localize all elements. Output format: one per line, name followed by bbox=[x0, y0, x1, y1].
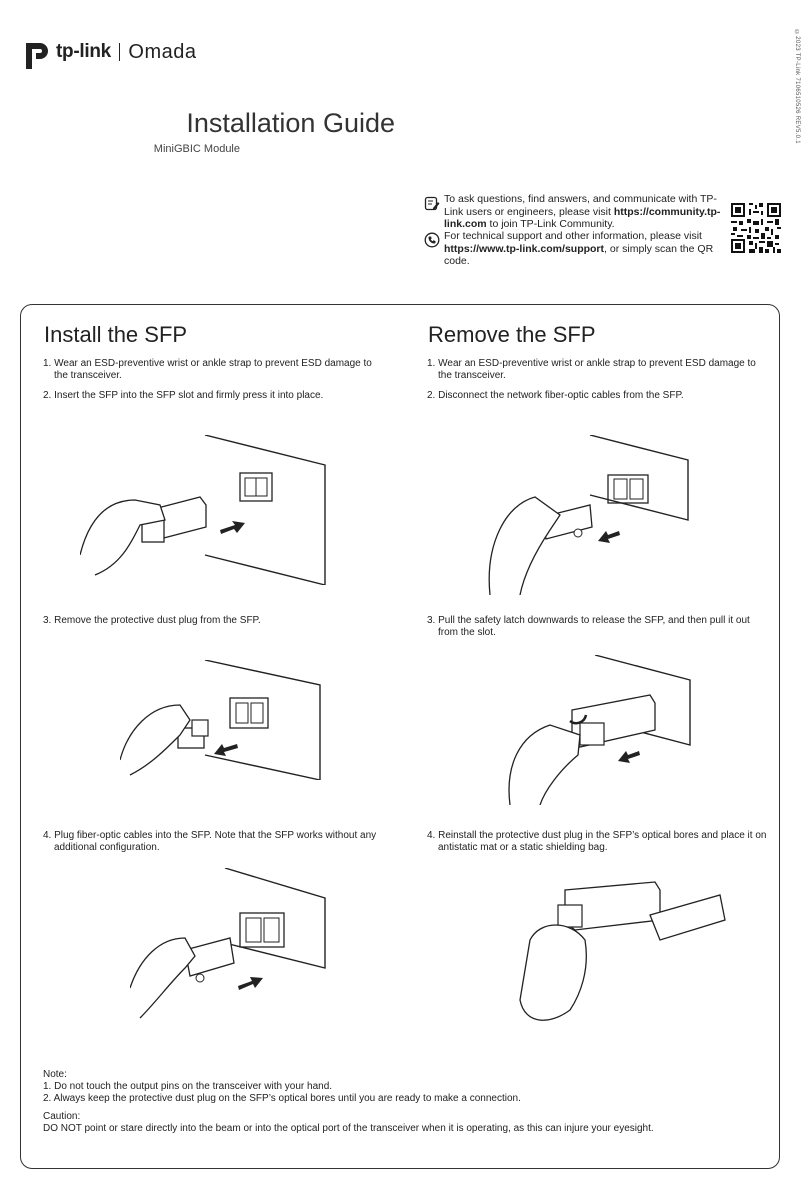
community-text: To ask questions, find answers, and comm… bbox=[444, 193, 717, 218]
rotate-arrow-icon bbox=[569, 714, 588, 725]
tp-link-omada-logo: tp-link Omada bbox=[22, 32, 222, 72]
direction-arrow-icon bbox=[238, 977, 263, 990]
illustration-disconnect-cables bbox=[488, 435, 689, 595]
direction-arrow-icon bbox=[598, 531, 620, 543]
install-step-4: 4. Plug fiber-optic cables into the SFP.… bbox=[43, 830, 377, 853]
tech-support-text: For technical support and other informat… bbox=[444, 230, 734, 268]
illustration-reinstall-plug-bag bbox=[519, 881, 726, 1021]
support-link[interactable]: https://www.tp-link.com/support bbox=[444, 242, 605, 255]
community-support-text: To ask questions, find answers, and comm… bbox=[444, 193, 729, 231]
page-subtitle: MiniGBIC Module bbox=[153, 143, 240, 155]
shielding-bag-icon bbox=[649, 894, 726, 941]
remove-step-1: 1. Wear an ESD-preventive wrist or ankle… bbox=[427, 358, 756, 381]
sfp-slot-icon bbox=[229, 697, 269, 729]
sfp-slot-icon bbox=[607, 474, 649, 504]
install-section-title: Install the SFP bbox=[44, 322, 188, 347]
caution-label: Caution: bbox=[43, 1111, 81, 1122]
sfp-slot-icon bbox=[239, 912, 285, 948]
sfp-slot-icon bbox=[239, 472, 273, 502]
remove-section-title: Remove the SFP bbox=[428, 322, 596, 347]
brand-tp-link: tp-link bbox=[56, 41, 111, 62]
remove-step-4: 4. Reinstall the protective dust plug in… bbox=[427, 830, 767, 853]
illustration-pull-latch bbox=[508, 655, 691, 805]
instructions-panel bbox=[20, 304, 780, 1169]
support-text: For technical support and other informat… bbox=[444, 230, 702, 242]
fiber-connector-icon bbox=[184, 937, 235, 983]
page-title: Installation Guide bbox=[186, 108, 395, 138]
note-item-2: 2. Always keep the protective dust plug … bbox=[43, 1093, 521, 1104]
remove-step-2: 2. Disconnect the network fiber-optic ca… bbox=[427, 390, 684, 401]
edit-comment-icon bbox=[424, 196, 440, 211]
note-label: Note: bbox=[43, 1069, 67, 1080]
note-item-1: 1. Do not touch the output pins on the t… bbox=[43, 1081, 333, 1092]
illustration-insert-sfp bbox=[80, 435, 326, 585]
community-link[interactable]: https://community.tp-link.com bbox=[444, 205, 721, 231]
caution-text: DO NOT point or stare directly into the … bbox=[43, 1123, 654, 1134]
sfp-module-icon bbox=[571, 694, 656, 748]
support-text-end: , or simply scan the QR code. bbox=[444, 242, 714, 268]
community-text-end: to join TP-Link Community. bbox=[486, 218, 615, 230]
remove-step-3: 3. Pull the safety latch downwards to re… bbox=[427, 615, 750, 638]
direction-arrow-icon bbox=[220, 521, 245, 534]
sfp-module-icon bbox=[141, 496, 207, 543]
qr-code bbox=[731, 203, 781, 253]
install-step-1: 1. Wear an ESD-preventive wrist or ankle… bbox=[43, 358, 372, 381]
brand-separator bbox=[118, 43, 121, 61]
illustration-plug-fiber-cables bbox=[130, 868, 326, 1019]
illustration-remove-dust-plug bbox=[120, 660, 321, 780]
phone-icon bbox=[424, 232, 440, 248]
direction-arrow-icon bbox=[618, 751, 640, 763]
dust-plug-icon bbox=[177, 719, 209, 749]
sfp-module-icon bbox=[557, 881, 661, 931]
install-step-2: 2. Insert the SFP into the SFP slot and … bbox=[43, 390, 324, 401]
install-step-3: 3. Remove the protective dust plug from … bbox=[43, 615, 261, 626]
direction-arrow-icon bbox=[214, 744, 238, 756]
tp-link-logo-icon bbox=[26, 43, 48, 69]
document-code: ©2023 TP-Link 7106510526 REV5.0.1 bbox=[794, 30, 800, 144]
brand-omada: Omada bbox=[128, 40, 197, 63]
